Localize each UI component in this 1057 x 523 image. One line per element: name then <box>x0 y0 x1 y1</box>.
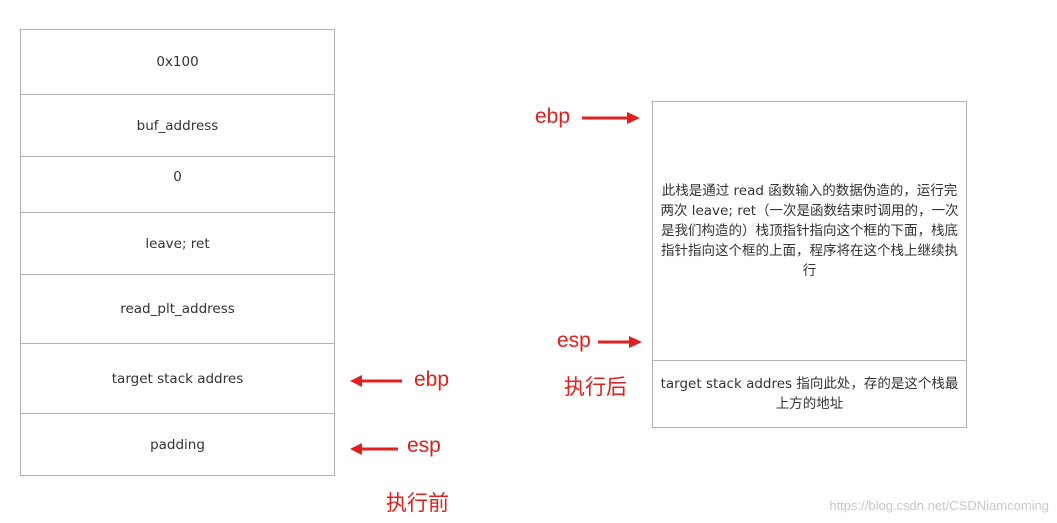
stack-cell-target-stack-addres: target stack addres <box>20 343 335 414</box>
left-ebp-arrow-icon <box>350 375 402 387</box>
cell-text: read_plt_address <box>120 301 235 317</box>
watermark: https://blog.csdn.net/CSDNiamcoming <box>829 498 1049 513</box>
left-esp-label: esp <box>407 434 441 457</box>
left-ebp-label: ebp <box>414 368 450 391</box>
right-esp-label: esp <box>557 329 591 352</box>
fake-stack-description: 此栈是通过 read 函数输入的数据伪造的，运行完两次 leave; ret（一… <box>660 183 959 279</box>
before-caption: 执行前 <box>386 492 449 515</box>
right-ebp-label: ebp <box>535 105 571 128</box>
stack-cell-0x100: 0x100 <box>20 29 335 95</box>
right-esp-arrow-icon <box>598 336 642 348</box>
cell-text: padding <box>150 436 205 453</box>
stack-cell-padding: padding <box>20 413 335 476</box>
cell-text: target stack addres <box>111 370 244 387</box>
stack-cell-zero: 0 <box>20 156 335 213</box>
cell-text: leave; ret <box>145 235 210 252</box>
stack-cell-leave-ret: leave; ret <box>20 212 335 275</box>
after-caption: 执行后 <box>564 376 627 399</box>
fake-stack-box: 此栈是通过 read 函数输入的数据伪造的，运行完两次 leave; ret（一… <box>652 101 967 361</box>
stack-cell-buf-address: buf_address <box>20 94 335 157</box>
stack-cell-read-plt-address: read_plt_address <box>20 274 335 344</box>
right-ebp-arrow-icon <box>582 112 640 124</box>
left-esp-arrow-icon <box>350 443 398 455</box>
target-stack-addres-text: target stack addres 指向此处，存的是这个栈最上方的地址 <box>660 376 959 412</box>
cell-text: 0 <box>173 169 182 185</box>
cell-text: 0x100 <box>156 54 199 70</box>
target-stack-addres-cell: target stack addres 指向此处，存的是这个栈最上方的地址 <box>652 360 967 428</box>
cell-text: buf_address <box>136 117 219 134</box>
